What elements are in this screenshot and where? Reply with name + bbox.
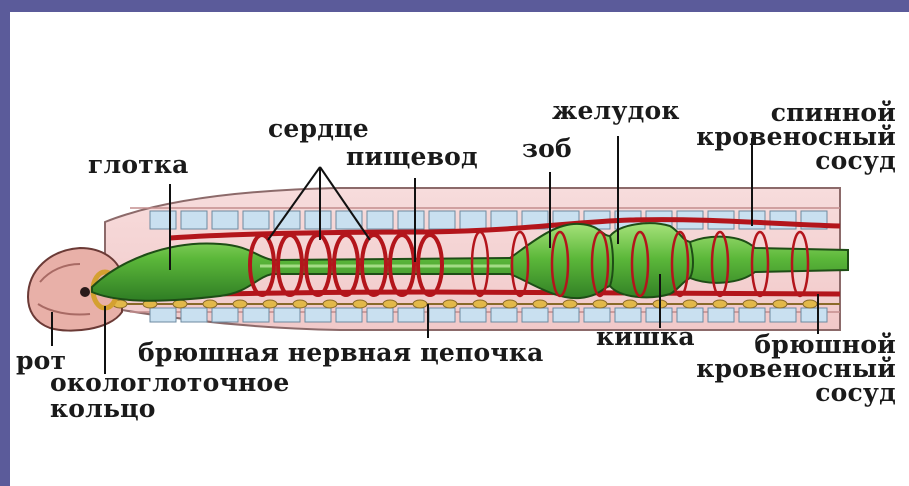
muscle-segment: [243, 308, 269, 322]
nerve-ganglion: [383, 300, 397, 308]
nerve-ganglion: [773, 300, 787, 308]
nerve-ganglion: [443, 300, 457, 308]
nerve-ganglion: [293, 300, 307, 308]
nerve-ganglion: [323, 300, 337, 308]
muscle-segment: [584, 308, 610, 322]
nerve-ganglion: [683, 300, 697, 308]
label-glotka: глотка: [88, 152, 189, 177]
label-serdtse: сердце: [268, 116, 369, 141]
label-okologlotochnoe-line2: кольцо: [50, 396, 156, 421]
label-bryushnaya-tsepochka: брюшная нервная цепочка: [138, 340, 544, 365]
mouth-opening: [80, 287, 90, 297]
muscle-segment: [398, 211, 424, 229]
label-zob: зоб: [522, 136, 572, 161]
muscle-segment: [708, 308, 734, 322]
muscle-segment: [367, 211, 393, 229]
label-zheludok: желудок: [552, 98, 680, 123]
muscle-segment: [212, 211, 238, 229]
muscle-segment: [336, 308, 362, 322]
nerve-ganglion: [803, 300, 817, 308]
muscle-segment: [150, 211, 176, 229]
label-bryushnoy-line3: сосуд: [682, 380, 896, 405]
muscle-segment: [460, 308, 486, 322]
label-pishchevod: пищевод: [346, 144, 478, 169]
muscle-segment: [801, 308, 827, 322]
muscle-segment: [305, 308, 331, 322]
muscle-segment: [553, 308, 579, 322]
nerve-ganglion: [203, 300, 217, 308]
nerve-ganglion: [263, 300, 277, 308]
muscle-segment: [615, 308, 641, 322]
nerve-ganglion: [503, 300, 517, 308]
muscle-segment: [181, 211, 207, 229]
nerve-ganglion: [413, 300, 427, 308]
nerve-ganglion: [173, 300, 187, 308]
muscle-segment: [522, 308, 548, 322]
muscle-segment: [398, 308, 424, 322]
nerve-ganglion: [743, 300, 757, 308]
nerve-ganglion: [353, 300, 367, 308]
nerve-ganglion: [593, 300, 607, 308]
muscle-segment: [181, 308, 207, 322]
label-kishka: кишка: [596, 324, 695, 349]
nerve-ganglion: [533, 300, 547, 308]
diagram-frame: сердце глотка пищевод зоб желудок спинно…: [10, 12, 909, 486]
muscle-segment: [274, 308, 300, 322]
muscle-segment: [367, 308, 393, 322]
muscle-segment: [212, 308, 238, 322]
muscle-segment: [429, 211, 455, 229]
muscle-segment: [491, 308, 517, 322]
muscle-segment: [677, 308, 703, 322]
muscle-segment: [429, 308, 455, 322]
nerve-ganglion: [713, 300, 727, 308]
nerve-ganglion: [623, 300, 637, 308]
muscle-segment: [150, 308, 176, 322]
muscle-segment: [336, 211, 362, 229]
muscle-segment: [305, 211, 331, 229]
label-okologlotochnoe-line1: окологлоточное: [50, 370, 289, 395]
nerve-ganglion: [563, 300, 577, 308]
nerve-ganglion: [473, 300, 487, 308]
muscle-segment: [243, 211, 269, 229]
nerve-ganglion: [233, 300, 247, 308]
muscle-segment: [739, 308, 765, 322]
muscle-segment: [770, 308, 796, 322]
muscle-segment: [460, 211, 486, 229]
label-spinnoy-line3: сосуд: [682, 148, 896, 173]
